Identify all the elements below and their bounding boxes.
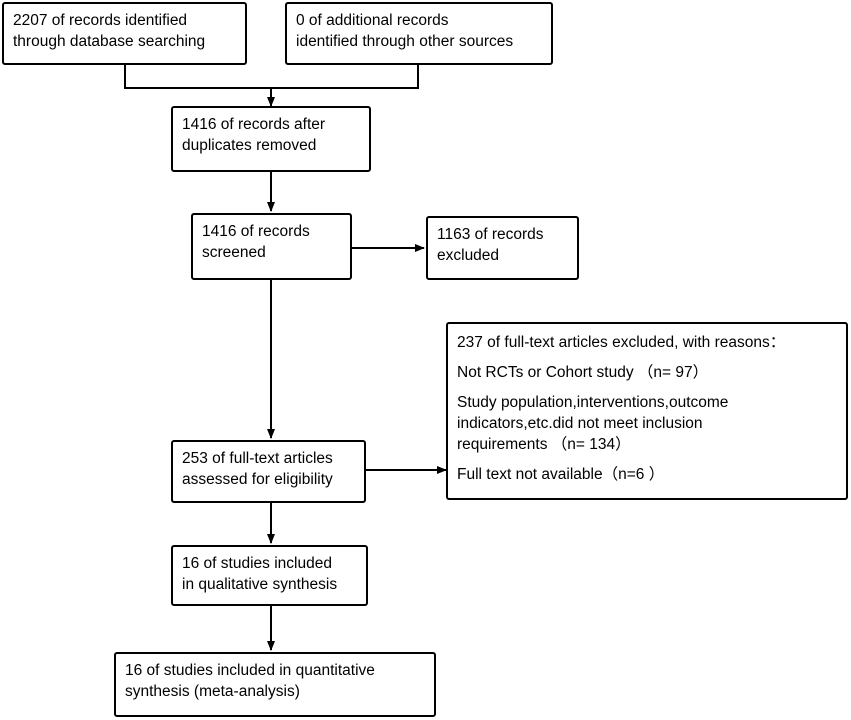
qualitative-synthesis-box: 16 of studies included in qualitative sy…: [171, 545, 368, 606]
records-after-duplicates-box: 1416 of records after duplicates removed: [171, 106, 371, 172]
box-text: 16 of studies included in quantitative: [125, 662, 375, 679]
records-screened-box: 1416 of records screened: [191, 213, 352, 280]
box-text: identified through other sources: [296, 33, 514, 50]
box-text: 16 of studies included: [182, 555, 332, 572]
fulltext-excluded-reasons-box: 237 of full-text articles excluded, with…: [446, 322, 848, 500]
box-text: 1416 of records: [202, 223, 310, 240]
box-text: excluded: [437, 247, 500, 264]
box-text: assessed for eligibility: [182, 471, 333, 488]
box-text: screened: [202, 244, 266, 261]
exclusion-reason: Full text not available（n=6 ）: [457, 466, 665, 483]
exclusion-reason: Study population,interventions,outcome i…: [457, 394, 729, 453]
box-text: duplicates removed: [182, 137, 317, 154]
box-text: 0 of additional records: [296, 12, 449, 29]
merge-connector: [124, 65, 419, 89]
quantitative-synthesis-box: 16 of studies included in quantitative s…: [114, 652, 436, 717]
box-text: 2207 of records identified: [13, 12, 188, 29]
box-text: synthesis (meta-analysis): [125, 683, 300, 700]
exclusion-reason: Not RCTs or Cohort study （n= 97）: [457, 364, 709, 381]
box-text: 253 of full-text articles: [182, 450, 333, 467]
records-identified-other-sources-box: 0 of additional records identified throu…: [285, 2, 553, 65]
fulltext-assessed-box: 253 of full-text articles assessed for e…: [171, 440, 366, 503]
records-excluded-box: 1163 of records excluded: [426, 216, 579, 280]
box-text: 1163 of records: [437, 226, 544, 243]
box-text: in qualitative synthesis: [182, 576, 338, 593]
exclusion-summary: 237 of full-text articles excluded, with…: [457, 334, 786, 351]
box-text: through database searching: [13, 33, 206, 50]
box-text: 1416 of records after: [182, 116, 326, 133]
records-identified-database-box: 2207 of records identified through datab…: [2, 2, 247, 65]
